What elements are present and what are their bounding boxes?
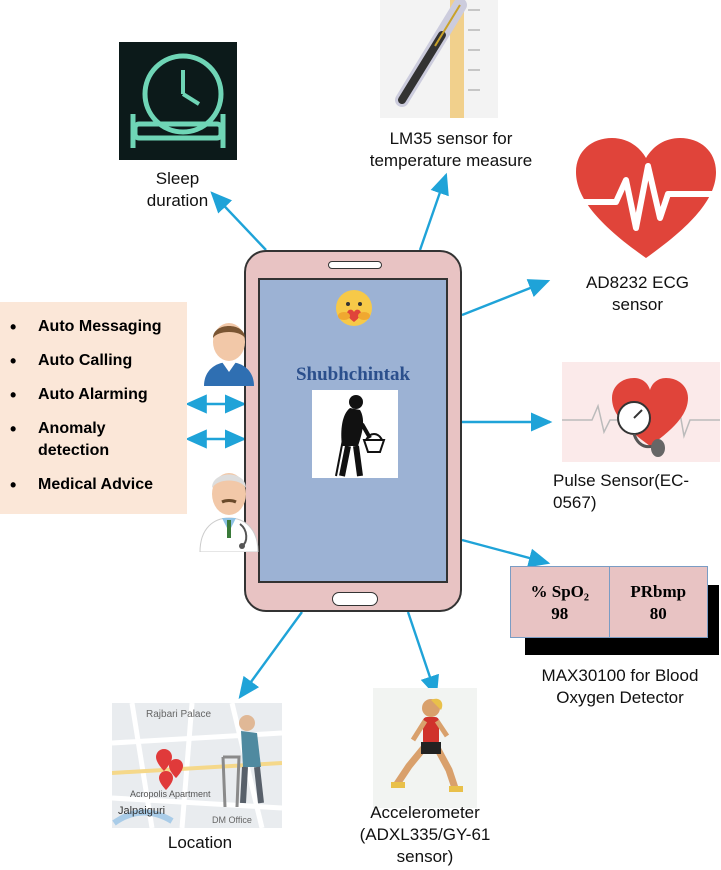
features-panel: Auto Messaging Auto Calling Auto Alarmin… bbox=[0, 302, 187, 514]
oximeter-display: % SpO₂ 98 PRbmp 80 bbox=[510, 566, 708, 638]
location-label: Location bbox=[167, 833, 233, 852]
feature-item: Auto Alarming bbox=[10, 384, 187, 406]
feature-item: Medical Advice bbox=[10, 474, 187, 496]
arrow-to-oxygen bbox=[461, 538, 551, 568]
map-label-rajbari: Rajbari Palace bbox=[146, 709, 212, 720]
smartphone: Shubhchintak bbox=[244, 250, 462, 612]
location-map: Rajbari Palace Acropolis Apartment Jalpa… bbox=[112, 703, 282, 828]
home-button bbox=[332, 592, 378, 606]
thermometer-icon bbox=[380, 0, 498, 118]
feature-item: Auto Calling bbox=[10, 350, 187, 372]
arrow-to-sleep bbox=[210, 191, 267, 251]
pulse-label: Pulse Sensor(EC- 0567) bbox=[553, 471, 690, 512]
runner-icon bbox=[373, 688, 477, 808]
feature-item: Auto Messaging bbox=[10, 316, 187, 338]
walker-person-icon bbox=[221, 715, 264, 808]
caregiver-avatar bbox=[204, 323, 254, 386]
feature-item: Anomaly detection bbox=[10, 418, 138, 462]
pulse-sensor-icon bbox=[562, 362, 720, 462]
map-label-jalpaiguri: Jalpaiguri bbox=[118, 805, 166, 817]
map-label-dm-office: DM Office bbox=[212, 815, 252, 825]
heart-ecg-icon bbox=[576, 138, 716, 258]
doctor-avatar bbox=[199, 473, 259, 552]
arrow-to-ecg bbox=[461, 279, 551, 317]
oxygen-label: MAX30100 for Blood Oxygen Detector bbox=[541, 666, 699, 707]
temperature-label: LM35 sensor for temperature measure bbox=[369, 129, 533, 170]
map-pin-icon bbox=[156, 749, 183, 790]
spo2-cell: % SpO₂ 98 bbox=[511, 567, 610, 637]
elderly-person-icon bbox=[312, 390, 398, 478]
arrow-to-accelerometer bbox=[406, 611, 439, 698]
sleep-icon bbox=[119, 42, 237, 160]
sleep-label: Sleep duration bbox=[146, 169, 209, 210]
accelerometer-label: Accelerometer (ADXL335/GY-61 sensor) bbox=[359, 803, 491, 866]
care-emoji-icon bbox=[336, 290, 372, 326]
ecg-label: AD8232 ECG sensor bbox=[586, 273, 689, 314]
arrow-to-temperature bbox=[418, 172, 449, 251]
arrow-to-location bbox=[238, 611, 303, 699]
phone-speaker bbox=[328, 261, 382, 269]
app-title: Shubhchintak bbox=[295, 364, 411, 385]
pr-cell: PRbmp 80 bbox=[630, 582, 687, 623]
map-label-acropolis: Acropolis Apartment bbox=[130, 789, 211, 799]
features-list: Auto Messaging Auto Calling Auto Alarmin… bbox=[0, 302, 187, 496]
phone-screen: Shubhchintak bbox=[258, 278, 448, 583]
